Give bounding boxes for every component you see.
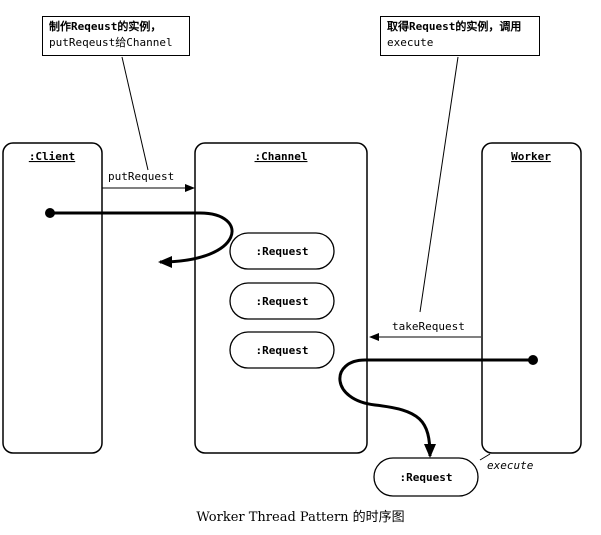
left-note-line2: putReqeust给Channel (49, 36, 173, 49)
queue-request-2-label: :Request (256, 295, 309, 308)
worker-lifeline (481, 142, 582, 454)
diagram-caption: Worker Thread Pattern 的时序图 (196, 510, 405, 525)
client-thread-flow (50, 211, 234, 268)
queue-request-3 (229, 331, 335, 369)
execute-label: execute (487, 459, 534, 472)
queue-request-2 (229, 282, 335, 320)
worker-thread-flow (338, 358, 533, 458)
queue-request-1-label: :Request (256, 245, 309, 258)
queue-request-3-label: :Request (256, 344, 309, 357)
left-note-line1: 制作Reqeust的实例， (49, 20, 162, 33)
executed-request-label: :Request (400, 471, 453, 484)
take-request-label: takeRequest (392, 320, 465, 333)
right-note-line1: 取得Request的实例，调用 (387, 20, 522, 33)
right-note-connector (419, 56, 459, 313)
executed-request (373, 457, 479, 497)
execute-arrow (479, 453, 491, 461)
right-note-line2: execute (387, 36, 434, 49)
left-note: 制作Reqeust的实例， putReqeust给Channel (42, 16, 190, 56)
right-note: 取得Request的实例，调用 execute (380, 16, 540, 56)
queue-request-1 (229, 232, 335, 270)
worker-label: Worker (511, 150, 551, 163)
channel-label: :Channel (255, 150, 308, 163)
client-label: :Client (29, 150, 75, 163)
client-lifeline (2, 142, 103, 454)
put-request-label: putRequest (108, 170, 174, 183)
left-note-connector (121, 56, 149, 171)
